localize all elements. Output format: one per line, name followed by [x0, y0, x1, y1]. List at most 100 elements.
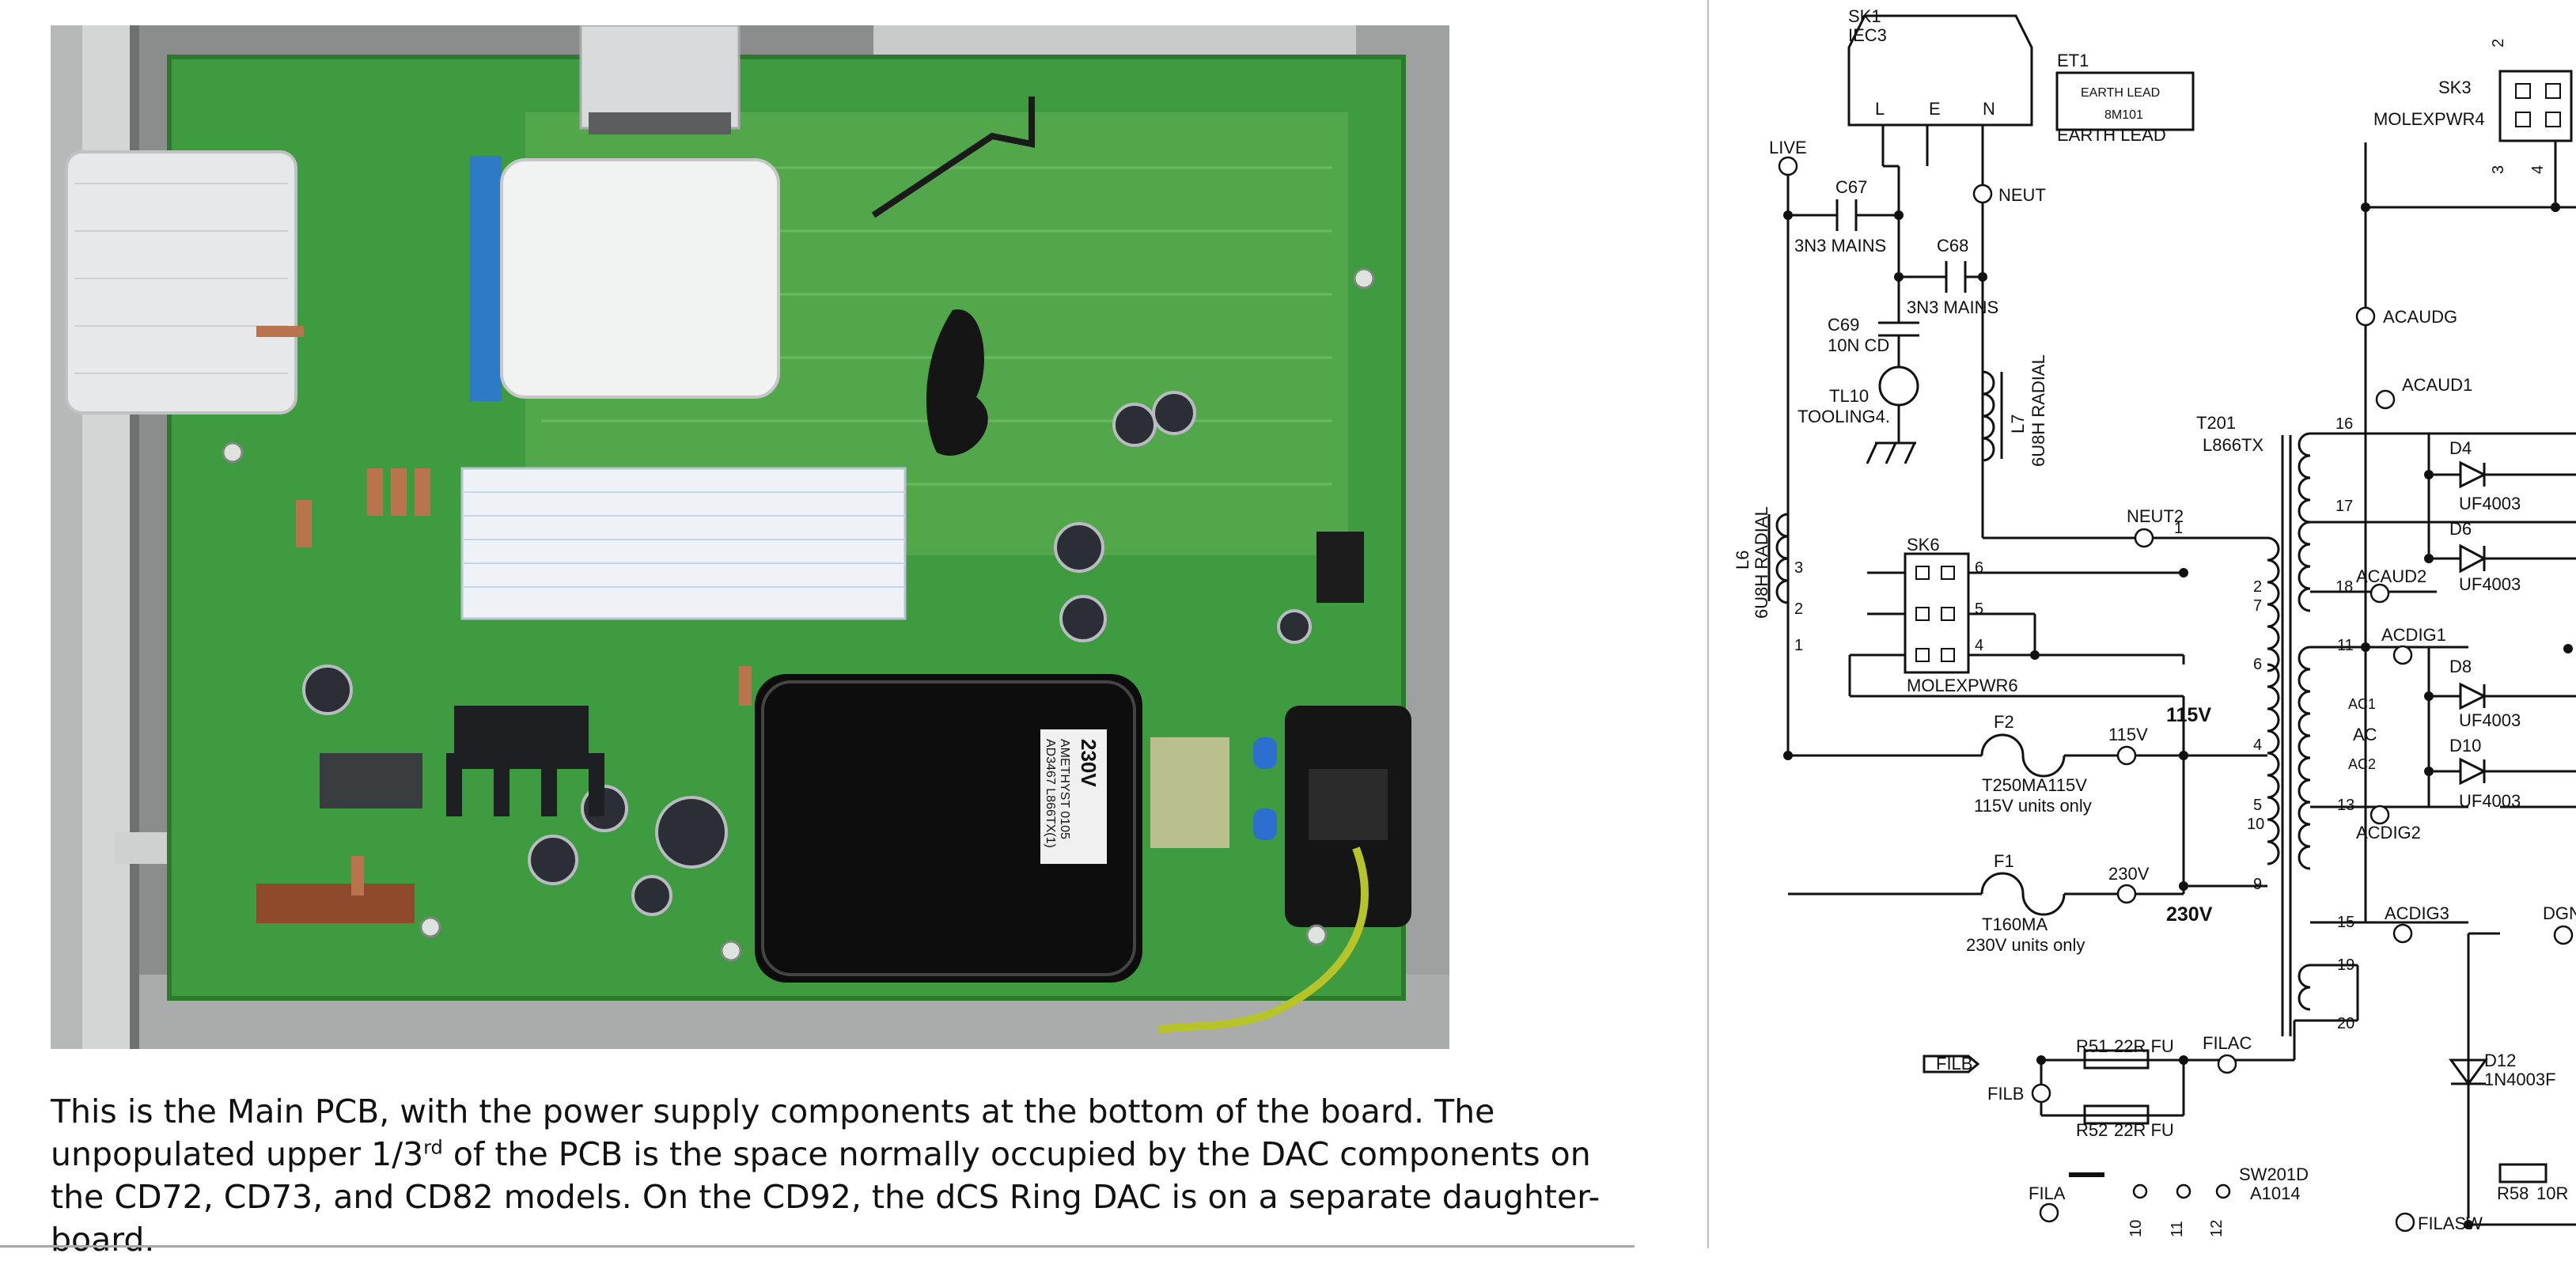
l7-value: 6U8H RADIAL — [2029, 354, 2048, 467]
t201-label: T201 — [2196, 413, 2236, 433]
acaudg-label: ACAUDG — [2383, 307, 2457, 327]
t201-pin-13: 13 — [2337, 797, 2354, 814]
pin-l-label: L — [1875, 99, 1885, 119]
neut-label: NEUT — [1998, 185, 2046, 205]
t201-pin-20: 20 — [2337, 1015, 2354, 1032]
d4-value: UF4003 — [2459, 494, 2521, 513]
photo-caption: This is the Main PCB, with the power sup… — [51, 1090, 1601, 1261]
l7-label: L7 — [2008, 415, 2028, 434]
d10-value: UF4003 — [2459, 791, 2521, 811]
test-point-115v-label: 115V — [2108, 725, 2148, 744]
left-page: 230V AMETHYST 0105 AD3467 L866TX(1) This… — [0, 25, 1635, 1259]
acaud1-label: ACAUD1 — [2402, 375, 2472, 395]
sw-pin-11: 11 — [2169, 1221, 2186, 1237]
live-label: LIVE — [1769, 138, 1807, 157]
sk3-label: SK3 — [2438, 78, 2472, 97]
d8-value: UF4003 — [2459, 710, 2521, 730]
tl10-label: TL10 — [1829, 386, 1869, 406]
ac1-label: AC1 — [2348, 696, 2376, 712]
filb-connector-label: FILB — [1936, 1054, 1972, 1074]
power-supply-schematic: SK1 IEC3 L E N ET1 EARTH LEAD 8M101 EART… — [1733, 6, 2576, 1237]
t201-pin-9: 9 — [2253, 876, 2262, 893]
c69-label: C69 — [1828, 315, 1859, 335]
caption-text-part-1: This is the Main PCB, with the power sup… — [51, 1092, 1495, 1173]
fila-label: FILA — [2029, 1183, 2066, 1203]
page-gutter — [1635, 0, 1709, 1248]
f2-note: 115V units only — [1974, 796, 2092, 816]
sk6-pin-6: 6 — [1975, 559, 1983, 577]
r58-label: R58 — [2497, 1183, 2529, 1203]
caption-superscript: rd — [423, 1136, 443, 1159]
sk6-pin-5: 5 — [1975, 600, 1983, 618]
d6-value: UF4003 — [2459, 574, 2521, 594]
transformer-part-label: AD3467 L866TX(1) — [1044, 739, 1057, 848]
c68-label: C68 — [1937, 236, 1968, 256]
t201-pin-15: 15 — [2337, 914, 2354, 931]
main-pcb-photo: 230V AMETHYST 0105 AD3467 L866TX(1) — [51, 25, 1449, 1049]
filasw-label: FILASW — [2418, 1214, 2483, 1233]
sk3-pin-4: 4 — [2529, 165, 2547, 174]
tl10-value: TOOLING4. — [1798, 407, 1890, 426]
acdig2-label: ACDIG2 — [2356, 823, 2421, 843]
r58-value: 10R — [2536, 1183, 2568, 1203]
caption-text-part-2: of the PCB is the space normally occupie… — [51, 1135, 1601, 1259]
t201-pin-19: 19 — [2337, 956, 2354, 974]
a1014-label: A1014 — [2250, 1183, 2301, 1203]
tap-230v-label: 230V — [2166, 903, 2213, 926]
t201-pin-5: 5 — [2253, 797, 2262, 814]
pcb-photo-drawing: 230V AMETHYST 0105 AD3467 L866TX(1) — [51, 25, 1449, 1049]
earth-lead-label: EARTH LEAD — [2057, 125, 2166, 145]
part-8m101-label: 8M101 — [2104, 108, 2143, 122]
sw-pin-12: 12 — [2208, 1220, 2226, 1237]
l6-label: L6 — [1733, 551, 1752, 570]
transformer-model-label: AMETHYST 0105 — [1058, 739, 1071, 839]
l866tx-label: L866TX — [2203, 435, 2263, 455]
iec3-label: IEC3 — [1848, 25, 1887, 45]
t201-pin-4: 4 — [2253, 737, 2262, 754]
earth-lead-box-label: EARTH LEAD — [2081, 86, 2160, 100]
t201-pin-7: 7 — [2253, 597, 2262, 615]
page-bottom-rule — [0, 1245, 1635, 1248]
filb-label: FILB — [1987, 1084, 2024, 1104]
t201-pin-16: 16 — [2335, 415, 2353, 433]
ac-label: AC — [2353, 725, 2377, 744]
ac2-label: AC2 — [2348, 756, 2376, 772]
f2-value: T250MA115V — [1982, 775, 2087, 795]
c69-value: 10N CD — [1828, 335, 1889, 355]
sk6-label: SK6 — [1907, 535, 1940, 555]
c68-value: 3N3 MAINS — [1907, 297, 1998, 317]
molexpwr6-label: MOLEXPWR6 — [1907, 676, 2018, 695]
r51-value: 22R FU — [2114, 1036, 2174, 1056]
dgn-label: DGN — [2543, 903, 2576, 923]
t201-pin-11: 11 — [2337, 637, 2354, 654]
d8-label: D8 — [2449, 657, 2472, 676]
d12-label: D12 — [2484, 1051, 2516, 1070]
et1-label: ET1 — [2057, 51, 2089, 70]
c67-value: 3N3 MAINS — [1794, 236, 1886, 256]
sk6-pin-3: 3 — [1794, 559, 1803, 577]
pin-e-label: E — [1929, 99, 1941, 119]
t201-pin-6: 6 — [2253, 656, 2262, 673]
sk3-pin-2: 2 — [2490, 39, 2507, 47]
r52-value: 22R FU — [2114, 1120, 2174, 1140]
d10-label: D10 — [2449, 736, 2481, 755]
transformer-voltage-label: 230V — [1077, 739, 1100, 787]
pin-n-label: N — [1983, 99, 1995, 119]
f1-note: 230V units only — [1966, 935, 2085, 955]
l6-value: 6U8H RADIAL — [1752, 506, 1771, 619]
page-divider — [1707, 0, 1709, 1248]
f1-value: T160MA — [1982, 915, 2048, 934]
r51-label: R51 — [2076, 1036, 2108, 1056]
sw201d-label: SW201D — [2239, 1164, 2309, 1184]
neut2-label: NEUT2 — [2127, 506, 2184, 526]
sw-pin-10: 10 — [2127, 1220, 2145, 1237]
acdig3-label: ACDIG3 — [2385, 903, 2449, 923]
d12-value: 1N4003F — [2484, 1070, 2556, 1089]
acaud2-label: ACAUD2 — [2356, 566, 2426, 586]
acdig1-label: ACDIG1 — [2381, 625, 2446, 645]
t201-pin-2: 2 — [2253, 578, 2262, 596]
t201-pin-10: 10 — [2247, 816, 2264, 833]
f1-label: F1 — [1994, 851, 2014, 871]
sk6-pin-1: 1 — [1794, 637, 1803, 654]
r52-label: R52 — [2076, 1120, 2108, 1140]
